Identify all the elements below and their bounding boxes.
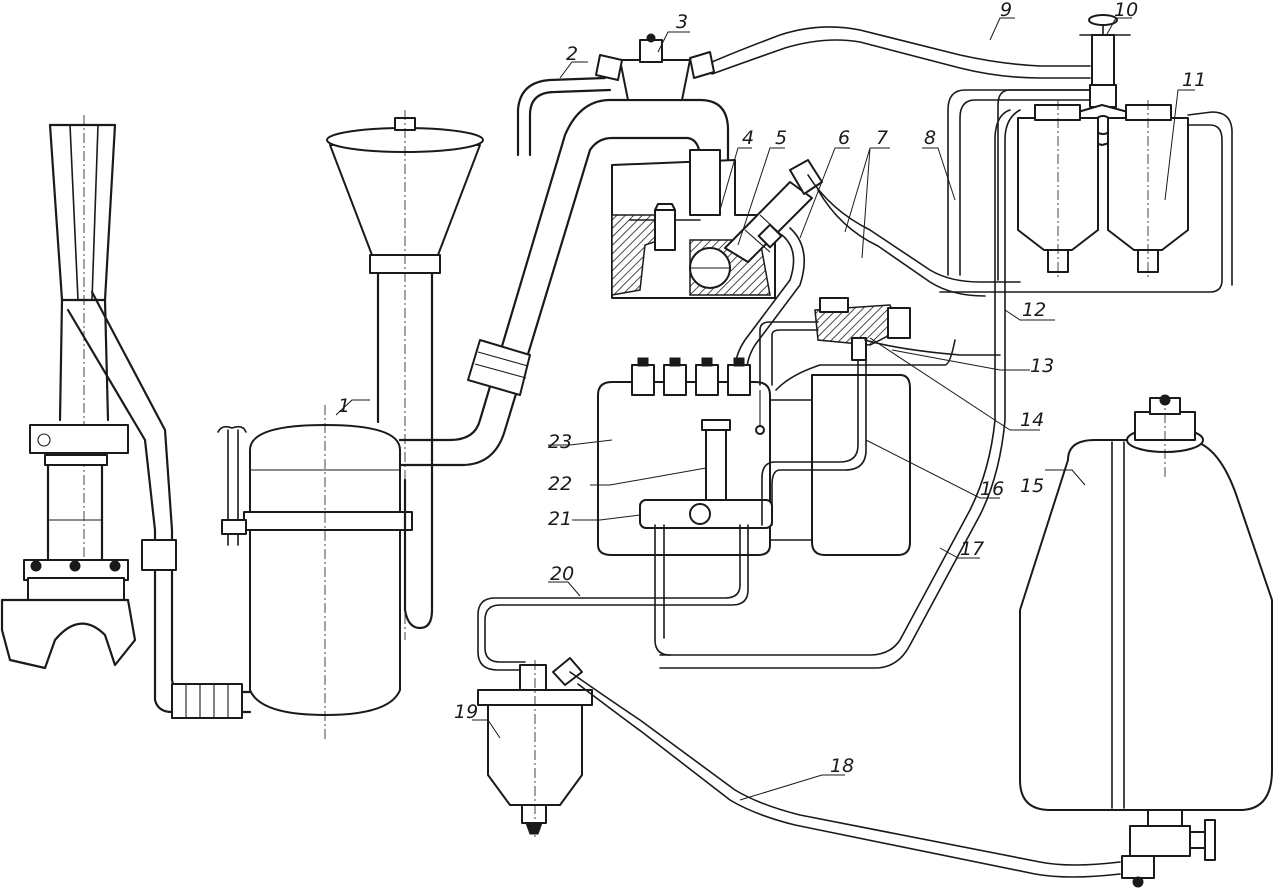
fuel-tank (1019, 394, 1273, 888)
label-21: 21 (548, 508, 572, 530)
pressure-valve (759, 297, 1001, 391)
filter-assembly (939, 14, 1233, 293)
label-22: 22 (548, 473, 572, 495)
engine-block (611, 149, 776, 299)
label-16: 16 (980, 478, 1004, 500)
pipe-12 (659, 109, 1021, 669)
label-1: 1 (338, 395, 350, 417)
pipe-7 (807, 174, 1021, 297)
label-10: 10 (1114, 0, 1138, 21)
label-11: 11 (1182, 69, 1206, 91)
label-3: 3 (676, 11, 688, 33)
label-4: 4 (742, 127, 754, 149)
pipe-16 (761, 359, 867, 526)
injector (724, 159, 823, 263)
label-15: 15 (1020, 475, 1044, 497)
heater-unit (217, 405, 413, 740)
pipe-9 (711, 26, 1091, 79)
label-12: 12 (1022, 299, 1046, 321)
air-intake (326, 110, 484, 640)
label-13: 13 (1030, 355, 1054, 377)
label-7: 7 (876, 127, 888, 149)
part-labels: 1 2 3 4 5 6 7 8 9 10 11 12 13 14 15 16 1… (338, 0, 1206, 777)
exhaust-stack (0, 115, 137, 670)
label-9: 9 (1000, 0, 1012, 21)
pipe-18 (569, 671, 1121, 878)
label-8: 8 (924, 127, 936, 149)
label-2: 2 (566, 43, 578, 65)
air-duct (398, 98, 730, 467)
injection-pump (597, 357, 911, 556)
pump-outlets (631, 357, 751, 396)
label-19: 19 (454, 701, 478, 723)
leader-lines (335, 17, 1195, 801)
label-17: 17 (960, 538, 984, 560)
label-5: 5 (775, 127, 787, 149)
label-6: 6 (838, 127, 850, 149)
label-23: 23 (548, 431, 572, 453)
label-20: 20 (550, 563, 574, 585)
pipe-8 (947, 89, 1091, 281)
manifold-top (516, 33, 715, 157)
filter-19 (477, 657, 593, 840)
label-14: 14 (1020, 409, 1044, 431)
label-18: 18 (830, 755, 854, 777)
pipe-20 (477, 524, 749, 671)
exhaust-branch-pipe (66, 290, 252, 719)
